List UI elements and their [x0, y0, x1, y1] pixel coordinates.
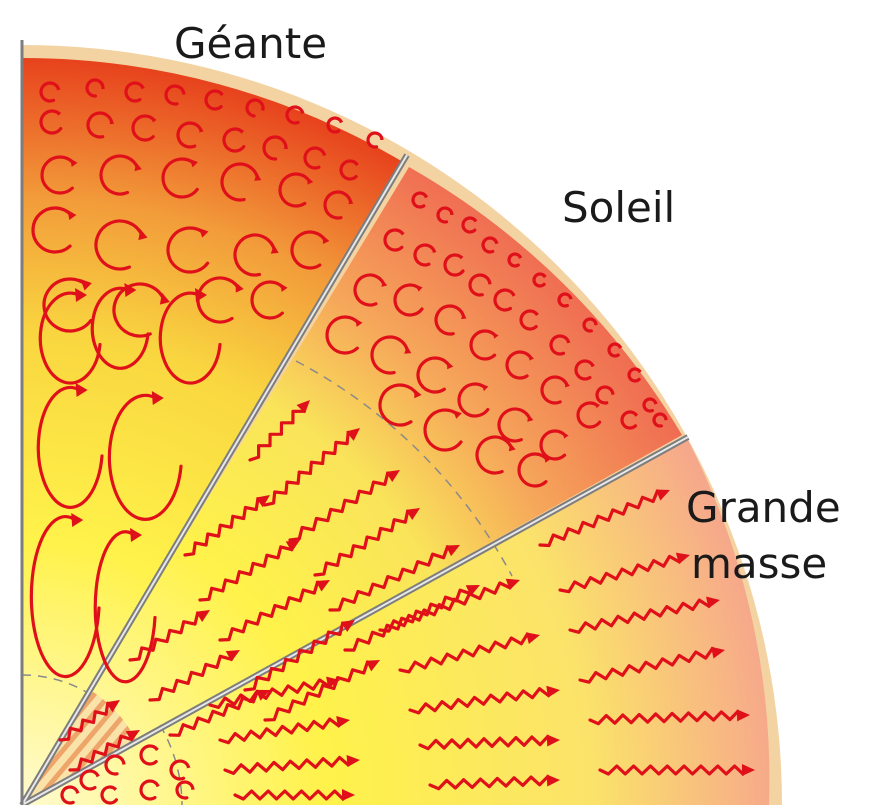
label-sun: Soleil [562, 183, 675, 232]
label-giant: Géante [174, 19, 327, 68]
label-high-mass-line1: Grande [686, 483, 841, 532]
label-high-mass-line2: masse [691, 539, 827, 588]
